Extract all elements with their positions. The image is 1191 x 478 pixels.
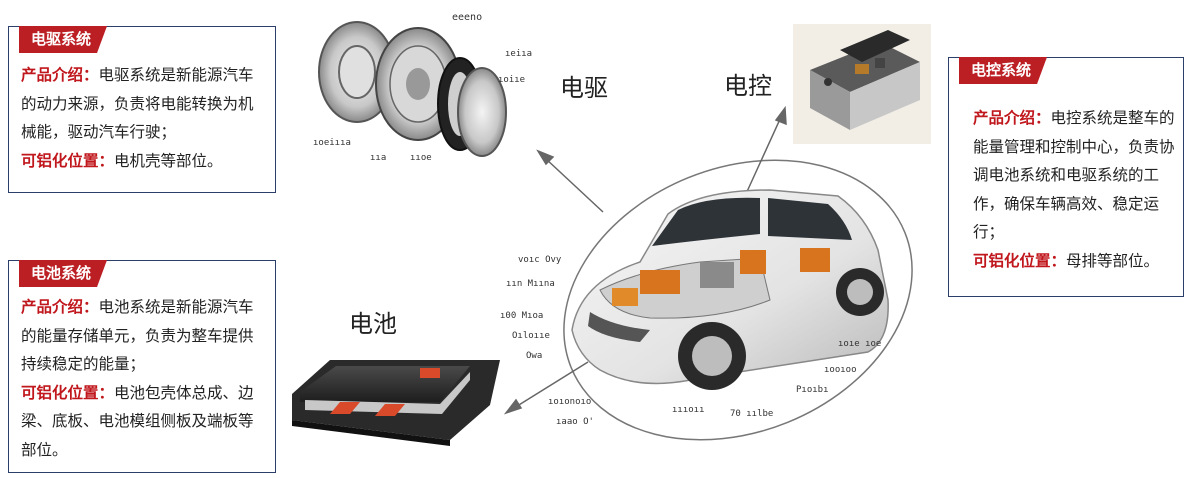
svg-text:ıaao O': ıaao O' [556, 417, 594, 427]
control-intro: 电控系统是整车的能量管理和控制中心，负责协调电池系统和电驱系统的工作，确保车辆高… [973, 109, 1175, 241]
intro-keyword: 产品介绍： [973, 109, 1051, 127]
svg-text:ıoeiııa: ıoeiııa [313, 138, 351, 148]
battery-position: 电池包壳体总成、边梁、底板、电池模组侧板及端板等部位。 [21, 383, 254, 459]
svg-text:70 ıılbe: 70 ıılbe [730, 409, 773, 419]
svg-text:ııa: ııa [370, 153, 386, 163]
arrow-to-motor [536, 149, 604, 213]
motor-illustration: eeeno ıeiıa ıoiıe ıoeiııa ııa ııoe [313, 12, 532, 163]
svg-text:Owa: Owa [526, 351, 542, 361]
svg-text:ıııoıı: ıııoıı [672, 405, 705, 415]
svg-text:eeeno: eeeno [452, 12, 482, 23]
control-system-box: 电控系统 产品介绍：电控系统是整车的能量管理和控制中心，负责协调电池系统和电驱系… [948, 57, 1184, 297]
car-ellipse [563, 159, 913, 441]
motor-system-box: 电驱系统 产品介绍：电驱系统是新能源汽车的动力来源，负责将电能转换为机械能，驱动… [8, 26, 276, 193]
svg-text:Oıloııe: Oıloııe [512, 331, 550, 341]
motor-position: 电机壳等部位。 [114, 151, 223, 170]
position-keyword: 可铝化位置： [21, 383, 115, 402]
position-keyword: 可铝化位置： [21, 151, 115, 170]
battery-system-text: 产品介绍：电池系统是新能源汽车的能量存储单元，负责为整车提供持续稳定的能量； 可… [21, 293, 265, 464]
svg-text:ıoıonoıo: ıoıonoıo [548, 397, 591, 407]
svg-text:ıoıe ıoe: ıoıe ıoe [838, 339, 881, 349]
battery-label: 电池 [349, 310, 397, 338]
motor-label: 电驱 [560, 74, 608, 102]
motor-system-title: 电驱系统 [19, 26, 107, 53]
control-system-text: 产品介绍：电控系统是整车的能量管理和控制中心，负责协调电池系统和电驱系统的工作，… [973, 104, 1175, 275]
control-position: 母排等部位。 [1066, 251, 1160, 270]
motor-system-text: 产品介绍：电驱系统是新能源汽车的动力来源，负责将电能转换为机械能，驱动汽车行驶；… [21, 61, 265, 175]
svg-text:ııoe: ııoe [410, 153, 432, 163]
motor-intro: 电驱系统是新能源汽车的动力来源，负责将电能转换为机械能，驱动汽车行驶； [21, 66, 254, 141]
battery-system-title: 电池系统 [19, 260, 107, 287]
svg-text:ıeiıa: ıeiıa [505, 49, 532, 59]
svg-text:ıın Mıına: ıın Mıına [506, 279, 555, 289]
arrow-to-control [744, 105, 787, 197]
svg-text:voıc Ovy: voıc Ovy [518, 255, 562, 265]
svg-text:Pıoıbı: Pıoıbı [796, 385, 829, 395]
battery-system-box: 电池系统 产品介绍：电池系统是新能源汽车的能量存储单元，负责为整车提供持续稳定的… [8, 260, 276, 473]
controller-illustration [793, 24, 931, 144]
intro-keyword: 产品介绍： [21, 298, 99, 316]
control-label: 电控 [724, 72, 772, 100]
svg-text:ıoiıe: ıoiıe [498, 75, 525, 85]
arrow-to-battery [503, 361, 589, 415]
svg-text:ıooıoo: ıooıoo [824, 365, 857, 375]
intro-keyword: 产品介绍： [21, 66, 99, 84]
control-system-title: 电控系统 [959, 57, 1047, 84]
battery-illustration [292, 360, 500, 446]
car-illustration: voıc Ovy ıın Mıına ı00 Mıoa Oıloııe Owa … [500, 189, 889, 427]
svg-text:ı00 Mıoa: ı00 Mıoa [500, 311, 543, 321]
battery-intro: 电池系统是新能源汽车的能量存储单元，负责为整车提供持续稳定的能量； [21, 298, 254, 373]
position-keyword: 可铝化位置： [973, 251, 1067, 270]
